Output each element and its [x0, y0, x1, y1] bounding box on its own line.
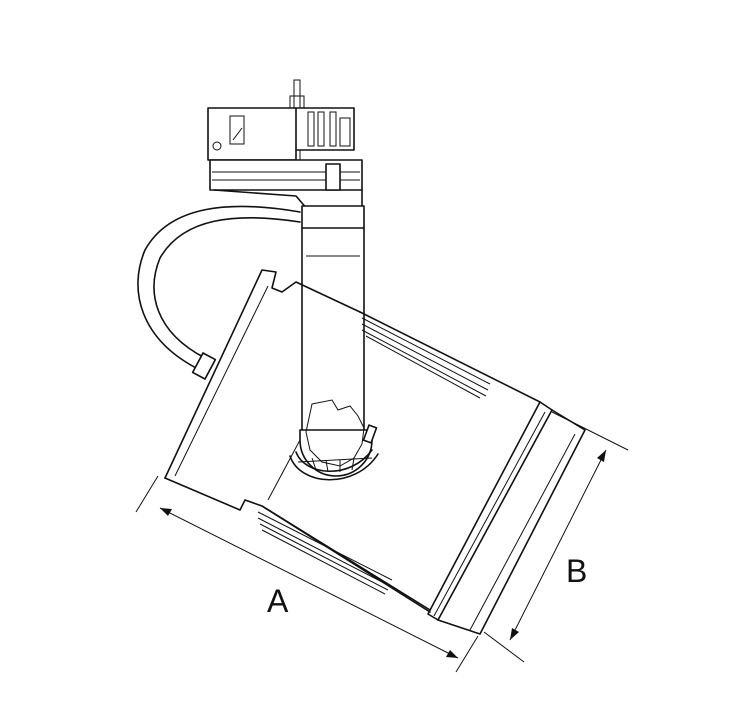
mounting-arm — [301, 205, 365, 441]
dimension-label-a: A — [267, 583, 289, 619]
power-cable — [137, 205, 301, 380]
swivel-joint — [289, 399, 379, 481]
dimension-a: A — [135, 475, 479, 673]
dimension-b: B — [483, 411, 629, 663]
track-adapter — [207, 79, 363, 211]
lamp-body — [164, 269, 586, 635]
dimension-label-b: B — [566, 553, 587, 589]
